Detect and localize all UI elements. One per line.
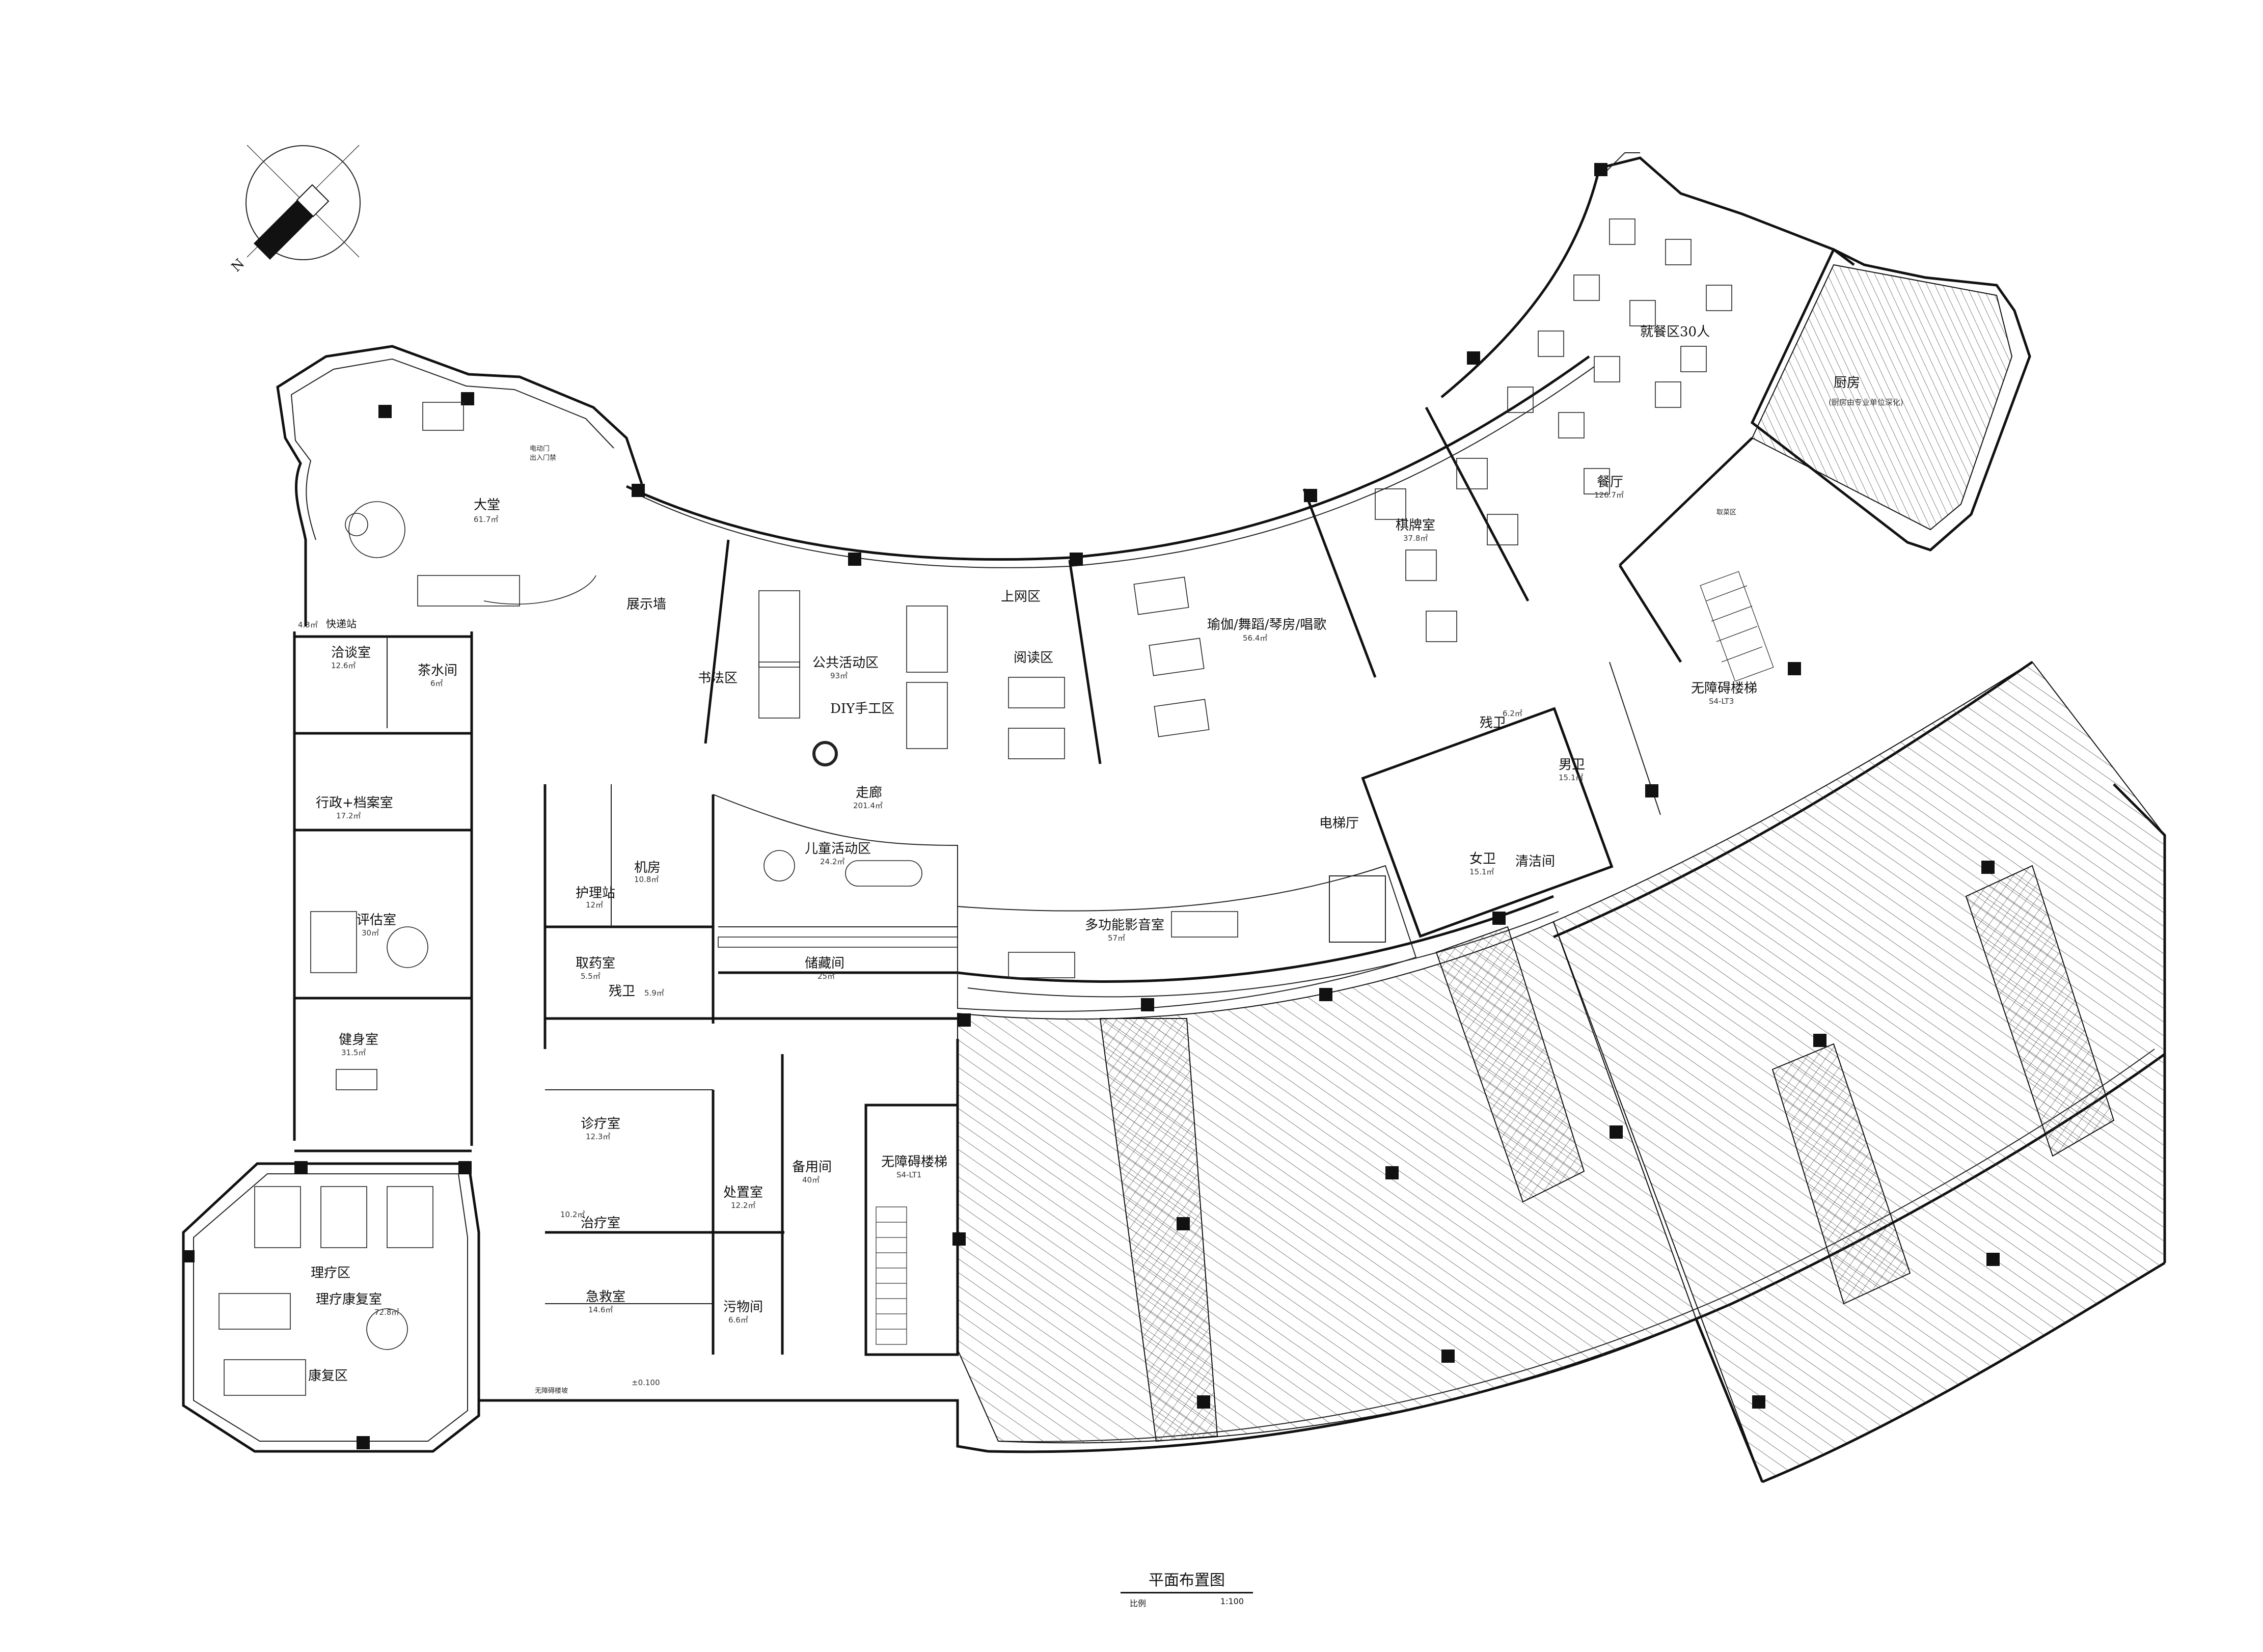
room-diy-name: DIY手工区 — [830, 701, 894, 717]
room-internet-name: 上网区 — [1001, 589, 1041, 604]
electric-door-label: 电动门 — [530, 445, 550, 453]
room-corridor-name: 走廊 — [856, 785, 882, 801]
access-control-label: 出入门禁 — [530, 454, 556, 462]
room-stair-right-code: S4-LT3 — [1709, 697, 1734, 706]
room-consult-name: 洽谈室 — [331, 645, 371, 660]
room-public-name: 公共活动区 — [812, 655, 879, 671]
room-assessment-name: 评估室 — [357, 913, 396, 928]
room-physio-room-name: 理疗康复室 — [316, 1292, 382, 1307]
room-storage-area: 25㎡ — [817, 972, 835, 981]
room-cleaning-name: 清洁间 — [1515, 854, 1555, 869]
room-kids-name: 儿童活动区 — [805, 841, 871, 857]
room-male-wc-area: 15.1㎡ — [1559, 773, 1583, 782]
room-yoga-area: 56.4㎡ — [1243, 634, 1267, 643]
room-spare-area: 40㎡ — [802, 1175, 820, 1185]
room-admin-area: 17.2㎡ — [336, 811, 361, 820]
room-machine-area: 10.8㎡ — [634, 875, 659, 884]
room-courier-area: 4.3㎡ — [298, 620, 318, 629]
room-lobby-area: 61.7㎡ — [474, 515, 498, 524]
room-pharmacy-area: 5.5㎡ — [581, 972, 601, 981]
room-labels: 大堂 61.7㎡ 电动门 出入门禁 快递站 4.3㎡ 洽谈室 12.6㎡ 茶水间… — [298, 324, 1903, 1395]
room-nurse-wc-name: 残卫 — [609, 984, 635, 999]
room-chess-area: 37.8㎡ — [1403, 534, 1428, 543]
room-dining-area-name: 就餐区30人 — [1640, 324, 1710, 340]
room-disposal-area: 12.2㎡ — [731, 1201, 755, 1210]
room-spare-name: 备用间 — [792, 1160, 832, 1175]
room-disabled-wc-name: 残卫 — [1480, 715, 1506, 731]
room-treatment-name: 治疗室 — [581, 1216, 620, 1231]
room-pharmacy-name: 取药室 — [576, 956, 615, 971]
room-rehab-name: 康复区 — [308, 1368, 348, 1384]
room-treatment-area: 10.2㎡ — [560, 1210, 585, 1219]
room-clinic-area: 12.3㎡ — [586, 1132, 610, 1141]
room-admin-name: 行政+档案室 — [316, 795, 393, 811]
scale-row: 比例 1:100 — [1121, 1596, 1253, 1609]
room-nurse-name: 护理站 — [576, 886, 615, 901]
room-nurse-area: 12㎡ — [586, 900, 603, 910]
room-tea-name: 茶水间 — [418, 663, 457, 678]
room-gym-name: 健身室 — [339, 1032, 378, 1048]
room-stair-mid-name: 无障碍楼梯 — [881, 1154, 947, 1170]
meal-pickup-label: 取菜区 — [1716, 509, 1736, 516]
room-restaurant-area: 126.7㎡ — [1594, 490, 1624, 500]
scale-label: 比例 — [1130, 1599, 1147, 1608]
room-physio-room-area: 72.8㎡ — [374, 1308, 399, 1317]
furniture — [219, 218, 1774, 1396]
structural-columns — [182, 163, 2000, 1449]
title-block: 平面布置图 比例 1:100 — [1121, 1567, 1253, 1609]
room-display-name: 展示墙 — [626, 597, 666, 612]
room-gym-area: 31.5㎡ — [341, 1048, 366, 1057]
room-cinema-name: 多功能影音室 — [1085, 918, 1164, 933]
room-machine-name: 机房 — [634, 860, 661, 875]
room-courier-name: 快递站 — [326, 618, 357, 630]
room-disabled-wc-area: 6.2㎡ — [1503, 709, 1522, 718]
north-arrow-icon: N — [229, 145, 361, 275]
room-kids-area: 24.2㎡ — [820, 857, 844, 866]
room-emergency-name: 急救室 — [586, 1289, 625, 1305]
partitions — [294, 406, 1753, 1356]
room-female-wc-name: 女卫 — [1469, 851, 1496, 867]
level-label: ±0.100 — [632, 1378, 660, 1387]
room-public-area: 93㎡ — [830, 671, 848, 680]
room-stair-mid-code: S4-LT1 — [896, 1170, 921, 1179]
room-stair-right-name: 无障碍楼梯 — [1691, 681, 1757, 696]
room-dirty-area: 6.6㎡ — [728, 1315, 748, 1325]
room-clinic-name: 诊疗室 — [581, 1116, 620, 1132]
room-yoga-name: 瑜伽/舞蹈/琴房/唱歌 — [1207, 617, 1326, 632]
room-corridor-area: 201.4㎡ — [853, 801, 883, 810]
scale-value: 1:100 — [1220, 1596, 1244, 1606]
room-female-wc-area: 15.1㎡ — [1469, 867, 1494, 876]
drawing-title: 平面布置图 — [1121, 1567, 1253, 1593]
ramp-label: 无障碍楼坡 — [535, 1387, 568, 1395]
room-nurse-wc-area: 5.9㎡ — [644, 988, 664, 998]
room-disposal-name: 处置室 — [723, 1185, 763, 1200]
room-assessment-area: 30㎡ — [362, 928, 379, 938]
room-calligraphy-name: 书法区 — [698, 671, 738, 686]
room-cinema-area: 57㎡ — [1108, 933, 1125, 943]
room-tea-area: 6㎡ — [430, 679, 443, 688]
room-reading-name: 阅读区 — [1014, 650, 1053, 666]
north-label: N — [229, 256, 248, 275]
room-restaurant-name: 餐厅 — [1597, 475, 1623, 490]
hatched-zones — [957, 264, 2165, 1483]
room-elevator-hall-name: 电梯厅 — [1319, 816, 1359, 831]
room-chess-name: 棋牌室 — [1396, 518, 1435, 533]
room-male-wc-name: 男卫 — [1559, 757, 1585, 773]
room-physio-zone-name: 理疗区 — [311, 1265, 350, 1281]
room-kitchen-sub: (厨房由专业单位深化) — [1829, 398, 1903, 407]
room-lobby-name: 大堂 — [474, 498, 500, 513]
room-consult-area: 12.6㎡ — [331, 661, 356, 670]
room-storage-name: 储藏间 — [805, 956, 844, 971]
room-emergency-area: 14.6㎡ — [588, 1305, 613, 1314]
room-kitchen-name: 厨房 — [1834, 375, 1860, 391]
room-dirty-name: 污物间 — [723, 1300, 763, 1315]
